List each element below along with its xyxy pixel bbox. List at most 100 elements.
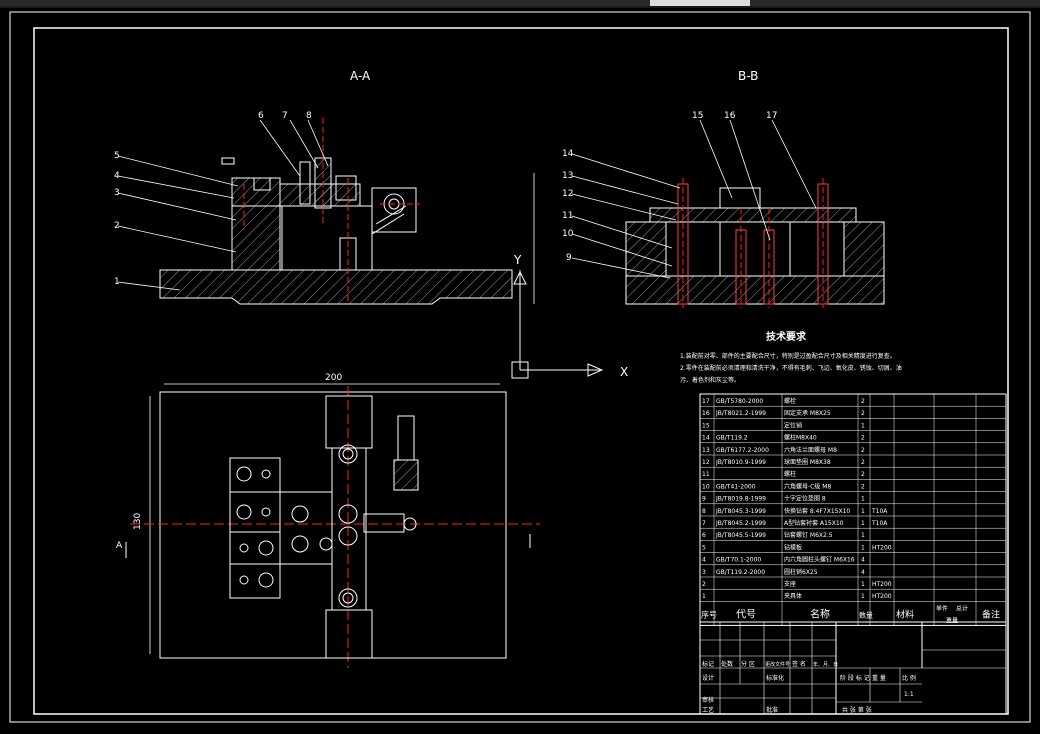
bom-cell-no: 4	[702, 557, 706, 564]
bb-title: B-B	[738, 69, 758, 83]
bom-cell-qty: 1	[861, 508, 865, 515]
inner-border	[33, 27, 1009, 715]
bom-cell-qty: 4	[861, 557, 865, 564]
bom-cell-code: JB/T8019.8-1999	[715, 496, 766, 503]
bom-cell-code: GB/T119.2-2000	[716, 569, 765, 576]
bom-cell-mat: HT200	[872, 581, 892, 588]
plan-dim-width: 200	[325, 373, 342, 383]
bom-cell-no: 9	[702, 496, 706, 503]
toolbar-segment	[650, 0, 751, 6]
bom-cell-name: 十字定位垫圈 8	[784, 495, 826, 503]
tb-change: 更改文件号	[765, 661, 790, 668]
bom-cell-name: 螺栓	[784, 397, 796, 405]
bom-header-qty: 数量	[859, 610, 873, 619]
tech-line-3: 污、着色剂和灰尘等。	[680, 376, 740, 384]
bom-cell-qty: 2	[861, 459, 865, 466]
bom-cell-qty: 1	[861, 520, 865, 527]
bom-cell-name: 定位销	[784, 421, 802, 429]
bb-balloon-16: 16	[724, 111, 736, 121]
bb-balloon-17: 17	[766, 111, 777, 121]
bom-cell-no: 10	[702, 483, 710, 490]
bom-cell-qty: 1	[861, 496, 865, 503]
bom-cell-name: 螺柱	[784, 470, 796, 478]
bom-cell-name: 六角法兰面螺母 M8	[784, 446, 837, 454]
bom-header-single: 单件	[936, 604, 948, 612]
bom-cell-code: GB/T6177.2-2000	[716, 447, 769, 454]
axis-y-label: Y	[513, 253, 522, 267]
toolbar-segment	[360, 0, 521, 6]
bom-cell-name: 圆柱销6X25	[784, 568, 818, 576]
bom-cell-no: 17	[702, 398, 710, 405]
bb-balloon-15: 15	[692, 111, 703, 121]
tech-line-2: 2.零件在装配前必须清理和清洗干净，不得有毛刺、飞边、氧化皮、锈蚀、切屑、油	[680, 364, 902, 372]
bom-cell-name: 快换钻套 8.4F7X15X10	[784, 507, 850, 515]
bom-cell-code: GB/T41-2000	[716, 483, 756, 490]
bom-header-mat: 材料	[896, 608, 914, 620]
tb-approve: 批准	[766, 706, 778, 714]
bom-cell-code: GB/T70.1-2000	[716, 557, 761, 564]
bb-section-view: 9 10 11 12 13 14 15 16 17	[562, 111, 885, 308]
tb-sign: 签 名	[792, 660, 806, 668]
bom-cell-code: GB/T119.2	[716, 435, 748, 442]
tb-date: 年、月、日	[813, 661, 838, 668]
toolbar-segment	[0, 0, 121, 6]
axis-x-label: X	[620, 365, 628, 379]
bom-cell-name: 六角螺母-C级 M8	[784, 482, 831, 490]
bom-cell-code: JB/T8045.5-1999	[715, 532, 766, 539]
bom-cell-name: 钻模板	[784, 543, 802, 551]
tech-title: 技术要求	[766, 330, 807, 343]
bb-balloon-14: 14	[562, 149, 574, 159]
bom-cell-no: 16	[702, 410, 710, 417]
bom-cell-qty: 4	[861, 569, 865, 576]
aa-balloon-7: 7	[282, 111, 288, 121]
bom-cell-name: 球面垫圈 M8X38	[784, 458, 831, 466]
bom-cell-no: 14	[702, 435, 710, 442]
bom-cell-code: JB/T8045.2-1999	[715, 520, 766, 527]
bb-balloon-13: 13	[562, 171, 573, 181]
tb-zone: 分 区	[741, 660, 755, 668]
bom-cell-code: GB/T5780-2000	[716, 398, 763, 405]
bom-cell-name: 螺柱M8X40	[784, 434, 817, 442]
aa-balloon-5: 5	[114, 151, 120, 161]
tb-scale: 比 例	[902, 674, 916, 682]
bom-cell-name: 夹具体	[784, 592, 802, 600]
tb-weight: 重 量	[872, 674, 886, 682]
bom-cell-qty: 2	[861, 410, 865, 417]
bom-cell-code: JB/T8045.3-1999	[715, 508, 766, 515]
bom-cell-name: 内六角圆柱头螺钉 M6X16	[784, 556, 855, 564]
title-block: 标记 处数 分 区 更改文件号 签 名 年、月、日 设计 标准化 阶 段 标 记…	[699, 621, 1007, 715]
tb-audit: 审核	[702, 696, 714, 704]
toolbar-segment	[520, 0, 651, 6]
bom-cell-name: 支座	[784, 580, 796, 588]
toolbar-segment	[190, 0, 361, 6]
bom-cell-no: 12	[702, 459, 710, 466]
bom-cell-no: 11	[702, 471, 710, 478]
bom-cell-mat: T10A	[871, 520, 888, 527]
aa-balloon-4: 4	[114, 171, 120, 181]
bom-cell-qty: 1	[861, 581, 865, 588]
ucs-axis-icon: Y X	[511, 253, 628, 379]
toolbar-segment	[750, 0, 1040, 6]
section-mark-left: A	[116, 541, 123, 551]
bom-cell-no: 5	[702, 544, 706, 551]
bb-balloon-10: 10	[562, 229, 574, 239]
bb-balloon-9: 9	[566, 253, 572, 263]
bom-cell-mat: HT200	[872, 544, 892, 551]
bom-cell-code: JB/T8021.2-1999	[715, 410, 766, 417]
aa-section-view: 1 2 3 4 5 6 7 8	[114, 111, 535, 305]
bom-header-name: 名称	[810, 607, 830, 620]
toolbar-segment	[120, 0, 191, 6]
bom-cell-name: 钻套螺钉 M6X2.5	[784, 531, 833, 539]
bom-cell-no: 3	[702, 569, 706, 576]
aa-balloon-2: 2	[114, 221, 120, 231]
toolbar-strip	[0, 0, 1040, 8]
drawing-canvas[interactable]: A-A	[0, 8, 1040, 730]
bom-header-remark: 备注	[982, 608, 1000, 620]
bom-cell-qty: 2	[861, 483, 865, 490]
tb-count: 处数	[721, 660, 733, 668]
bb-balloon-11: 11	[562, 211, 573, 221]
bom-cell-name: A型钻套衬套 A15X10	[784, 519, 844, 527]
bom-cell-mat: T10A	[871, 508, 888, 515]
tb-standard: 标准化	[766, 674, 784, 682]
